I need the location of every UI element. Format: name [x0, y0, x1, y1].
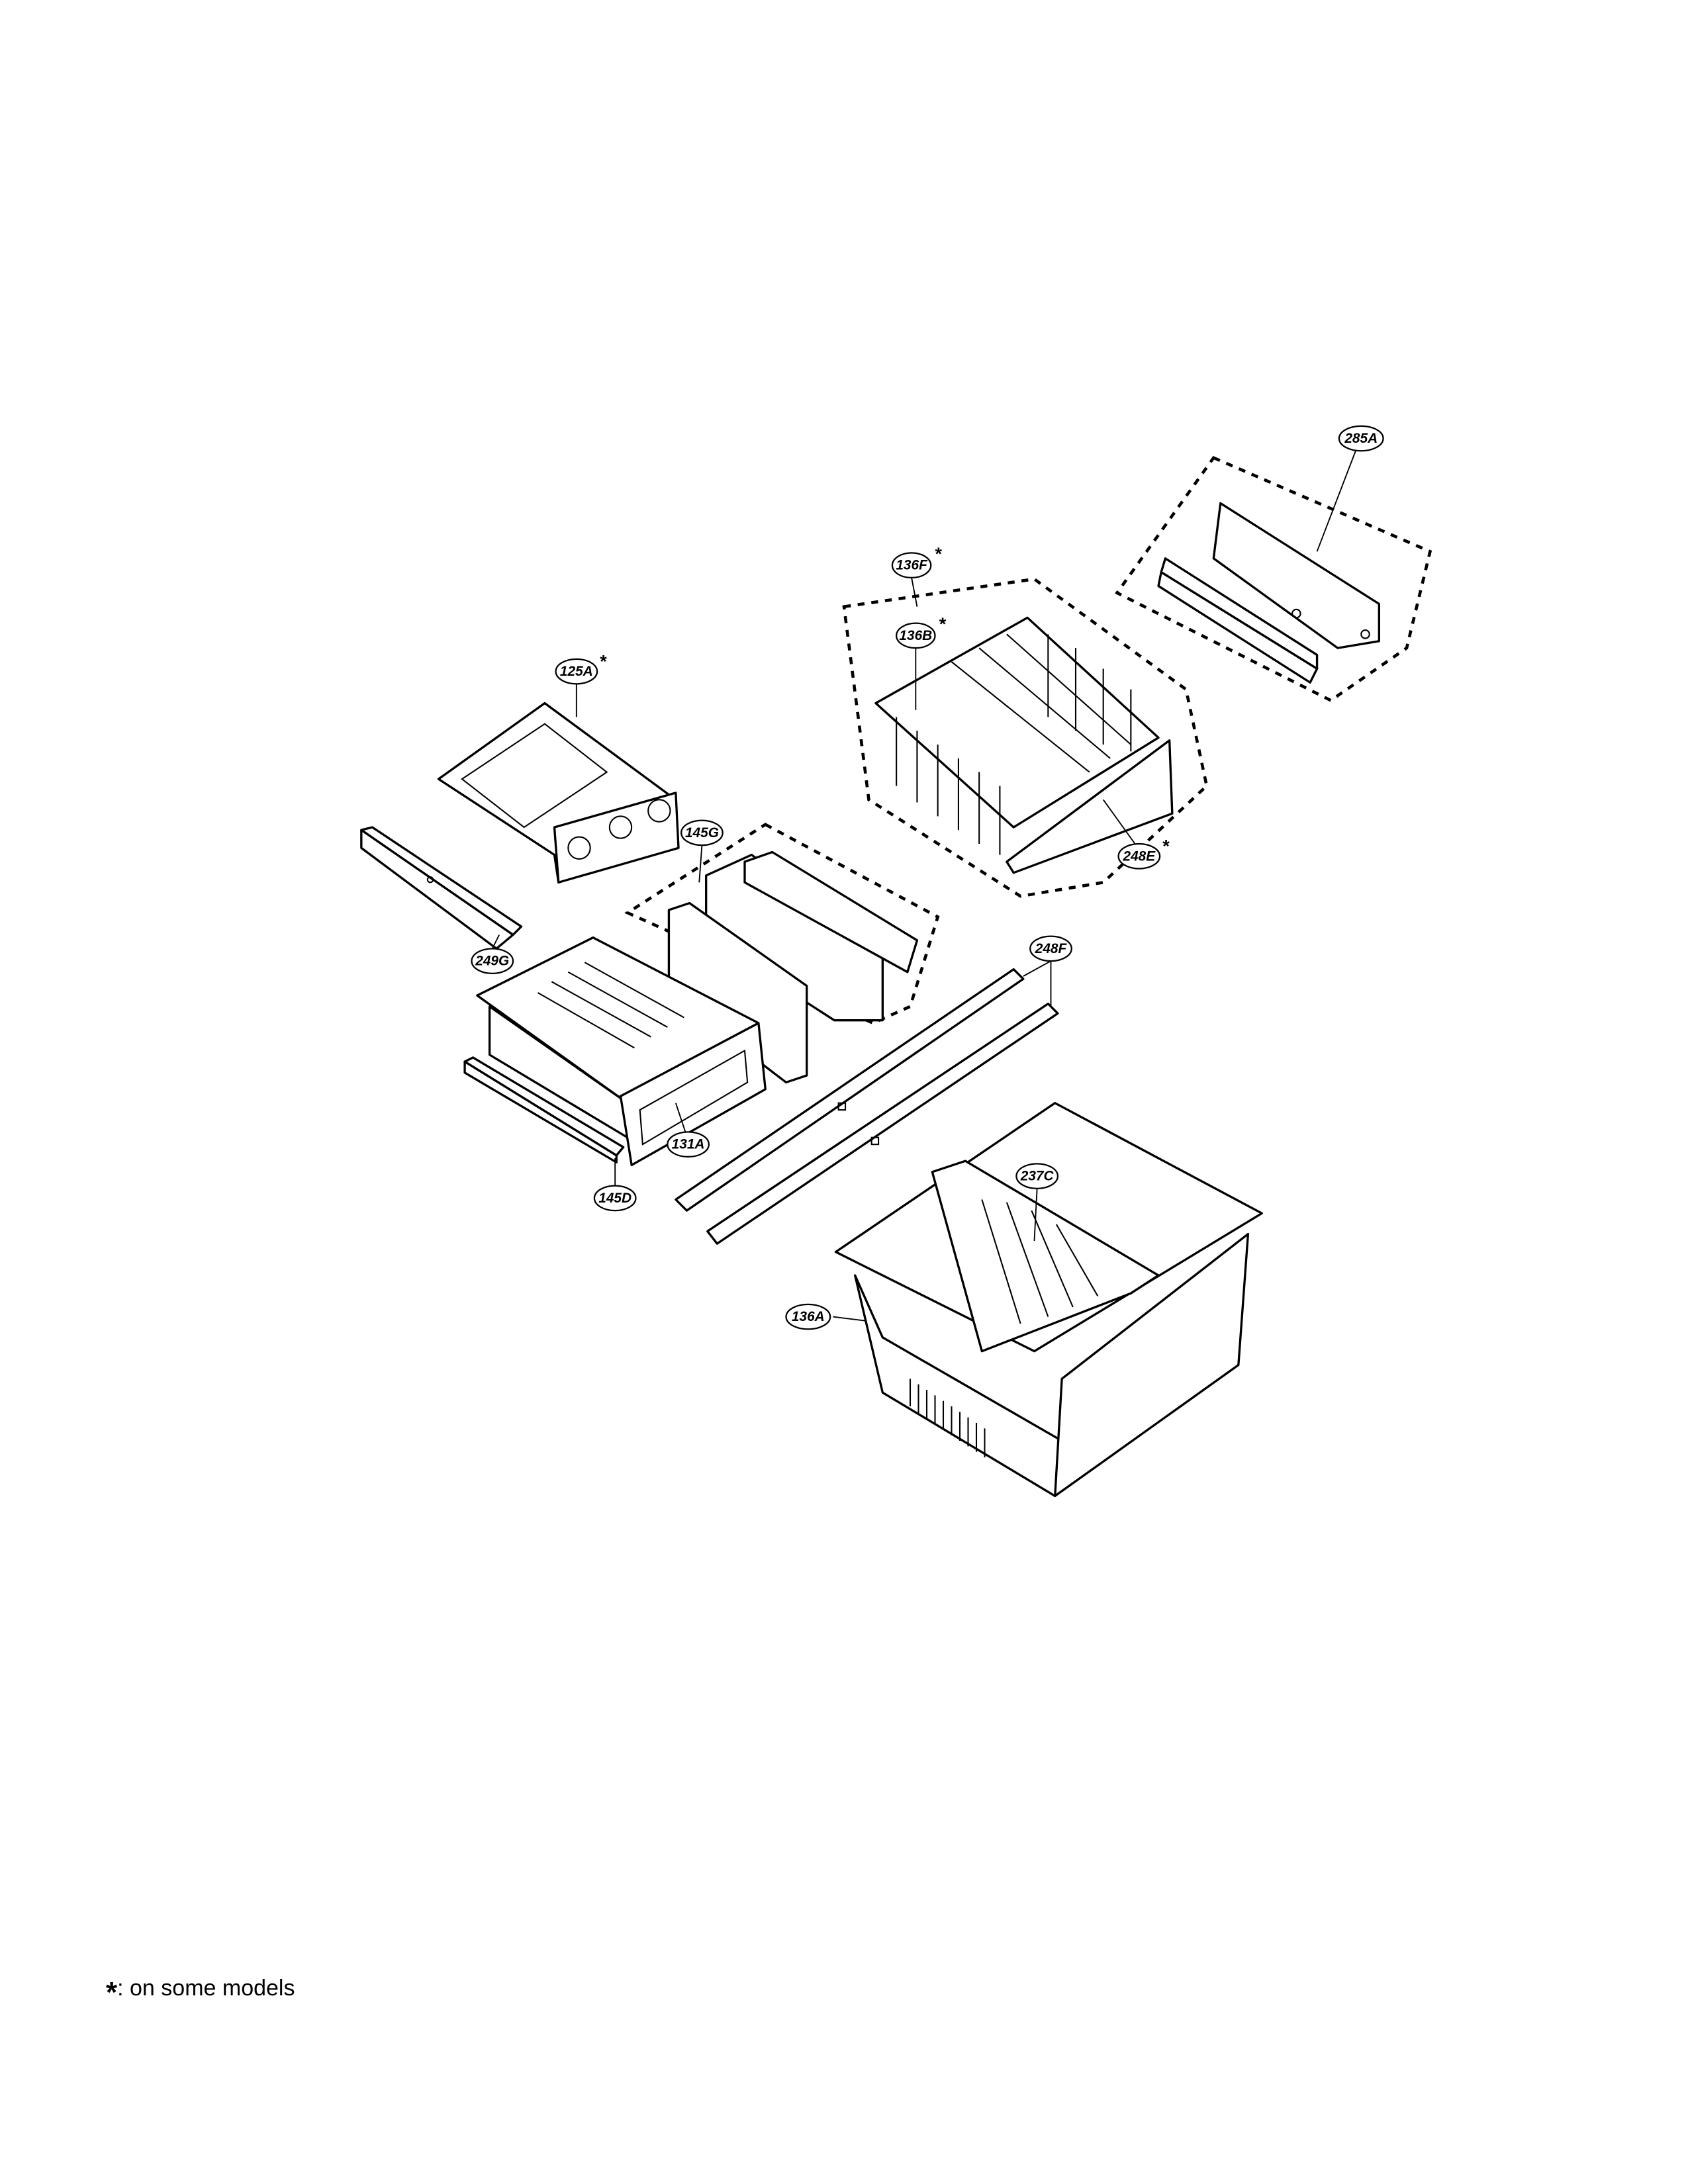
part-136B-wire-basket: [842, 577, 1209, 898]
part-248F-rails: [675, 968, 1059, 1245]
part-131A-drawer: [476, 936, 767, 1167]
svg-text:*: *: [600, 651, 607, 671]
svg-text:125A: 125A: [560, 664, 593, 679]
footnote-star: *: [106, 1976, 118, 2009]
svg-text:131A: 131A: [672, 1137, 705, 1152]
callout-131A: 131A: [667, 1131, 710, 1158]
svg-text:136B: 136B: [899, 628, 932, 643]
footnote: *: on some models: [106, 1976, 295, 2009]
svg-text:145D: 145D: [598, 1191, 632, 1206]
part-145D-rail: [463, 1056, 625, 1163]
callout-136F: 136F *: [891, 543, 943, 579]
leader-lines: [491, 450, 1356, 1322]
part-145G-slide-assembly: [624, 823, 940, 1084]
svg-text:249G: 249G: [475, 954, 509, 969]
callout-145G: 145G: [680, 819, 724, 846]
callout-248E: 248E *: [1117, 836, 1170, 870]
callout-145D: 145D: [593, 1185, 637, 1212]
callout-285A: 285A: [1338, 425, 1384, 452]
callout-136A: 136A: [785, 1303, 831, 1330]
part-237C-divider: [931, 1160, 1160, 1353]
svg-text:237C: 237C: [1020, 1169, 1055, 1184]
svg-text:*: *: [935, 543, 943, 564]
footnote-text: : on some models: [117, 1976, 295, 2001]
callout-237C: 237C: [1015, 1163, 1059, 1189]
callout-248F: 248F: [1029, 935, 1072, 962]
svg-text:136F: 136F: [896, 558, 928, 573]
svg-text:*: *: [1162, 836, 1170, 856]
svg-text:*: *: [939, 614, 947, 634]
svg-text:248E: 248E: [1123, 848, 1156, 864]
callout-136B: 136B *: [896, 614, 947, 649]
part-285A-rail-assembly: [1115, 455, 1432, 702]
svg-text:136A: 136A: [792, 1309, 825, 1324]
callout-125A: 125A *: [555, 651, 607, 685]
svg-text:248F: 248F: [1035, 941, 1068, 956]
part-249G-rail: [360, 826, 523, 950]
part-125A-ice-tray: [437, 702, 680, 884]
svg-text:145G: 145G: [685, 825, 719, 841]
callout-249G: 249G: [471, 948, 514, 974]
svg-text:285A: 285A: [1344, 431, 1378, 446]
